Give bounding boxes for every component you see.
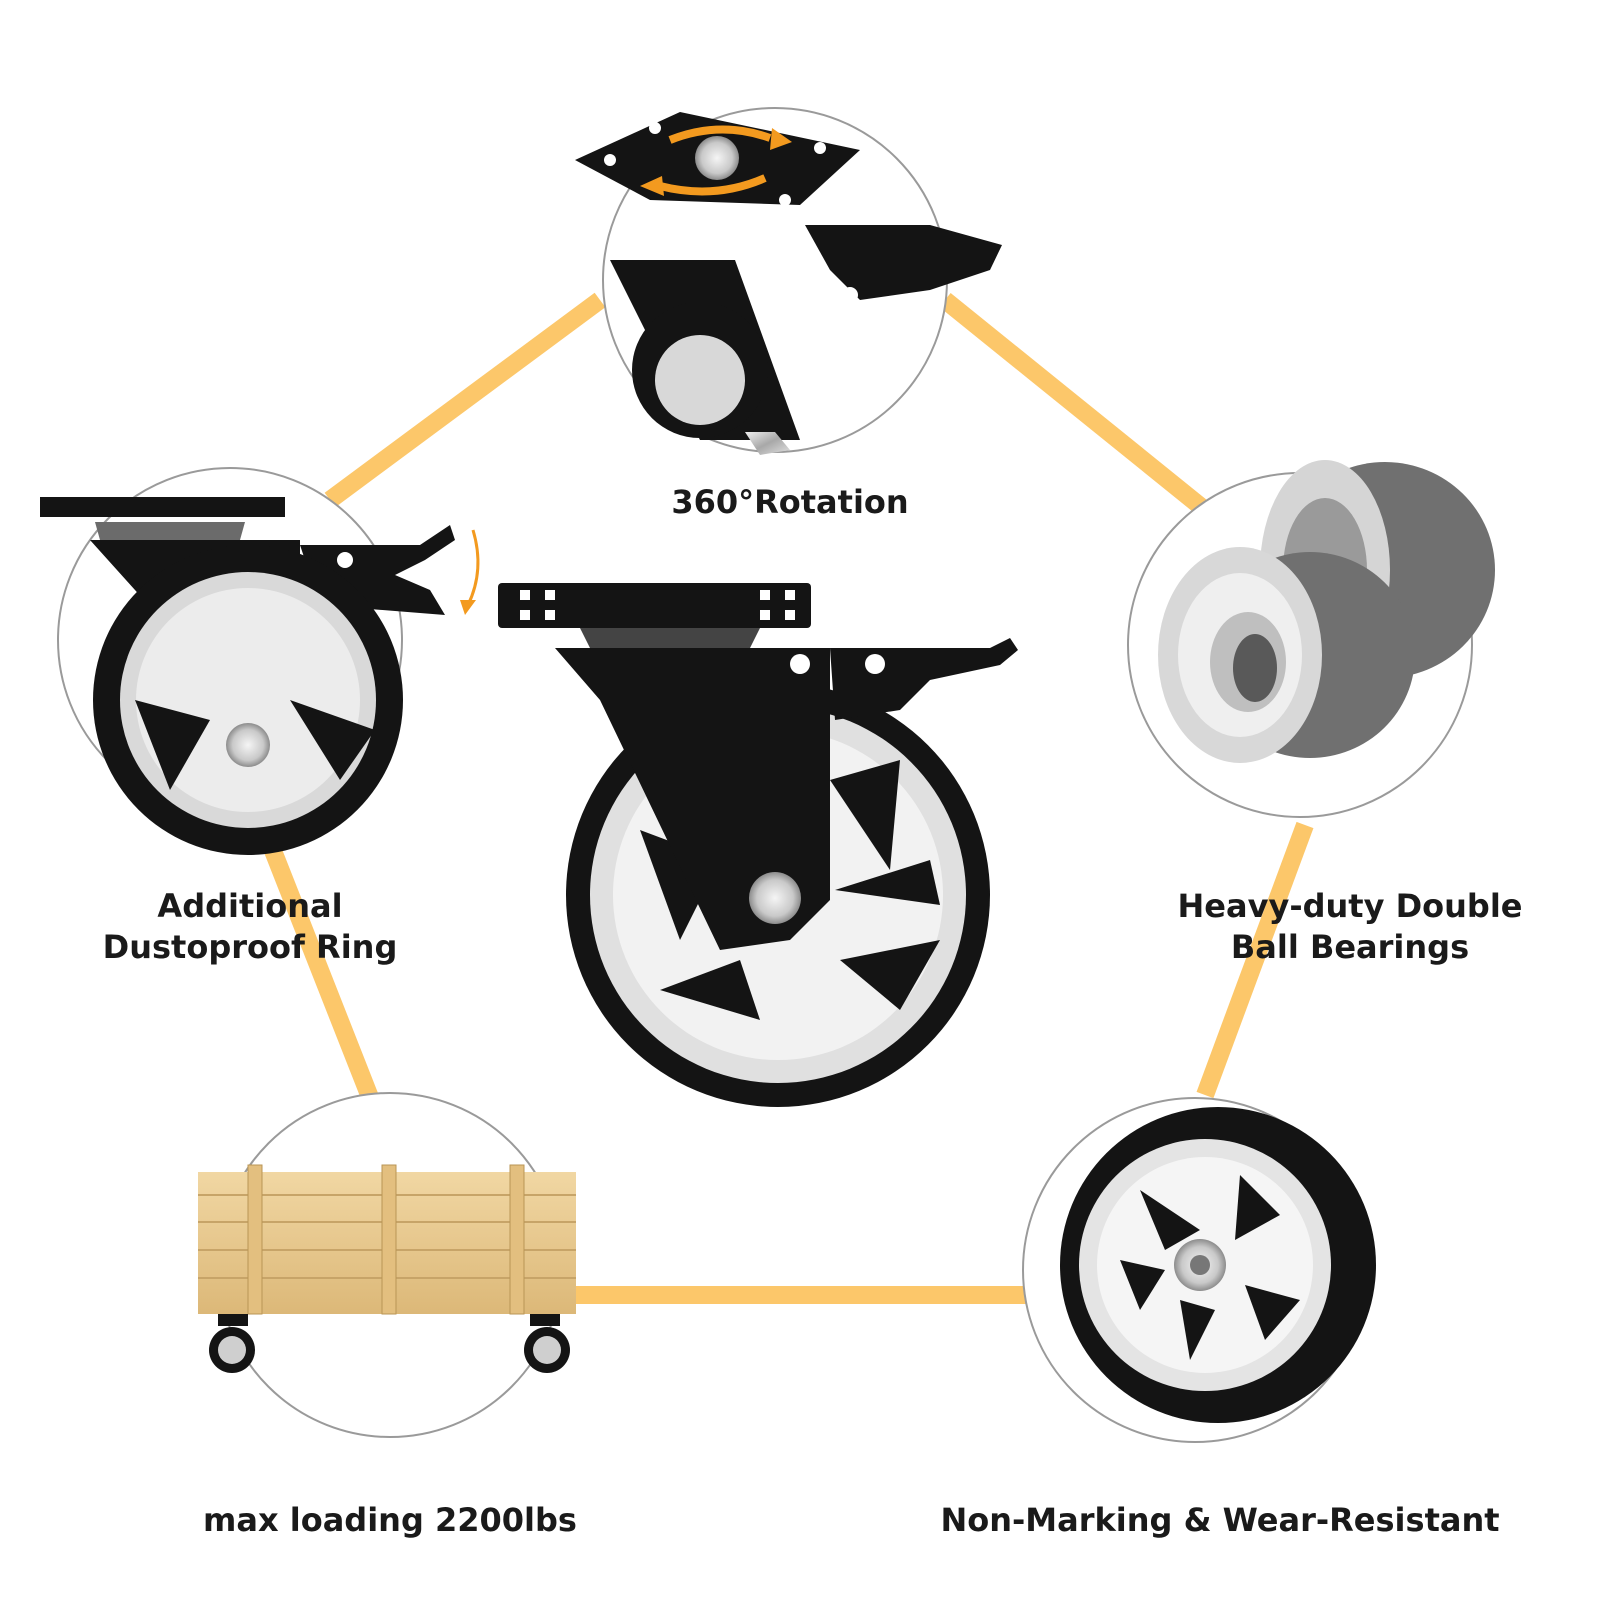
- dustproof-line1: Additional: [157, 887, 343, 925]
- rotation-title: 360°Rotation: [671, 483, 909, 521]
- crate-illustration: [198, 1164, 576, 1373]
- bearings-line1: Heavy-duty Double: [1177, 887, 1523, 925]
- brake-down-arrow-icon: [460, 529, 480, 615]
- feature-label-rotation: 360°Rotation: [560, 482, 1020, 523]
- dustproof-line2: Dustoproof Ring: [102, 928, 398, 966]
- feature-label-wear: Non-Marking & Wear-Resistant: [900, 1500, 1540, 1541]
- main-caster-illustration: [498, 583, 1018, 1107]
- connector-top-right: [939, 292, 1211, 518]
- feature-label-bearings: Heavy-duty Double Ball Bearings: [1140, 886, 1560, 968]
- load-title: max loading 2200lbs: [203, 1501, 577, 1539]
- feature-label-dustproof: Additional Dustoproof Ring: [40, 886, 460, 968]
- connector-top-left: [324, 292, 606, 508]
- dustproof-caster-illustration: [40, 497, 480, 855]
- feature-label-load: max loading 2200lbs: [150, 1500, 630, 1541]
- rotation-caster-illustration: [575, 112, 1002, 455]
- connector-lines: [246, 292, 1314, 1304]
- connector-left-bottom: [246, 801, 384, 1114]
- connector-right-bottom: [1196, 821, 1314, 1099]
- wear-title: Non-Marking & Wear-Resistant: [940, 1501, 1500, 1539]
- wheel-illustration: [1060, 1107, 1376, 1423]
- bearings-line2: Ball Bearings: [1230, 928, 1470, 966]
- bearings-illustration: [1158, 460, 1495, 763]
- rotation-arrows-icon: [659, 125, 772, 196]
